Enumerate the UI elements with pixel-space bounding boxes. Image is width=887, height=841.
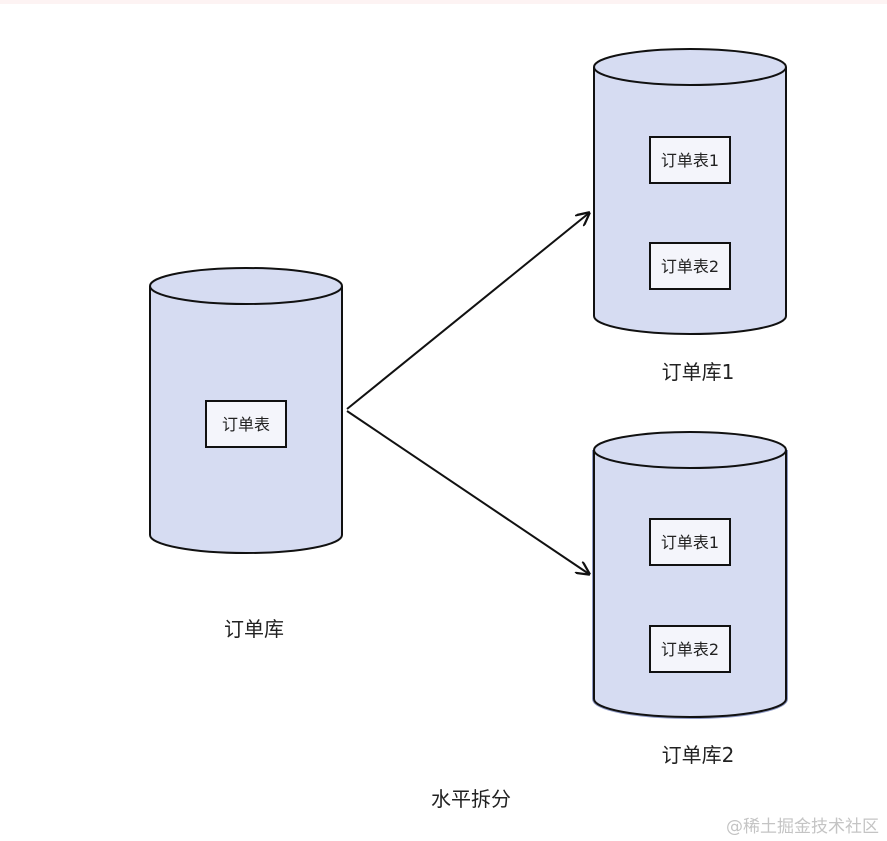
target-db2-label: 订单库2 bbox=[662, 743, 735, 767]
target-db2-table1-label: 订单表1 bbox=[661, 533, 719, 552]
target-db2-table2-box bbox=[649, 625, 731, 673]
target-db1-table2-label: 订单表2 bbox=[661, 257, 719, 276]
target-db1-table1-label: 订单表1 bbox=[661, 151, 719, 170]
diagram-caption: 水平拆分 bbox=[431, 787, 511, 811]
top-strip bbox=[0, 0, 887, 4]
arrow-to-db1 bbox=[346, 213, 589, 410]
target-database-1: 订单表1 订单表2 订单库1 bbox=[593, 48, 787, 384]
source-db-top bbox=[149, 267, 343, 305]
target-database-2: 订单表1 订单表2 订单库2 bbox=[592, 431, 788, 767]
source-database: 订单表 订单库 bbox=[149, 267, 343, 641]
target-db1-top bbox=[593, 48, 787, 86]
target-db2-table2-label: 订单表2 bbox=[661, 640, 719, 659]
watermark-text: @稀土掘金技术社区 bbox=[726, 817, 879, 837]
source-db-label: 订单库 bbox=[224, 617, 284, 641]
source-table-label: 订单表 bbox=[222, 415, 270, 434]
target-db2-table1-box bbox=[649, 518, 731, 566]
target-db2-top bbox=[593, 431, 787, 469]
target-db1-table1-box bbox=[649, 136, 731, 184]
target-db1-table2-box bbox=[649, 242, 731, 290]
target-db2-outline bbox=[593, 450, 787, 718]
target-db1-label: 订单库1 bbox=[662, 360, 735, 384]
source-table-box bbox=[205, 400, 287, 448]
arrow-to-db2 bbox=[346, 410, 589, 574]
target-db1-body bbox=[593, 67, 787, 335]
